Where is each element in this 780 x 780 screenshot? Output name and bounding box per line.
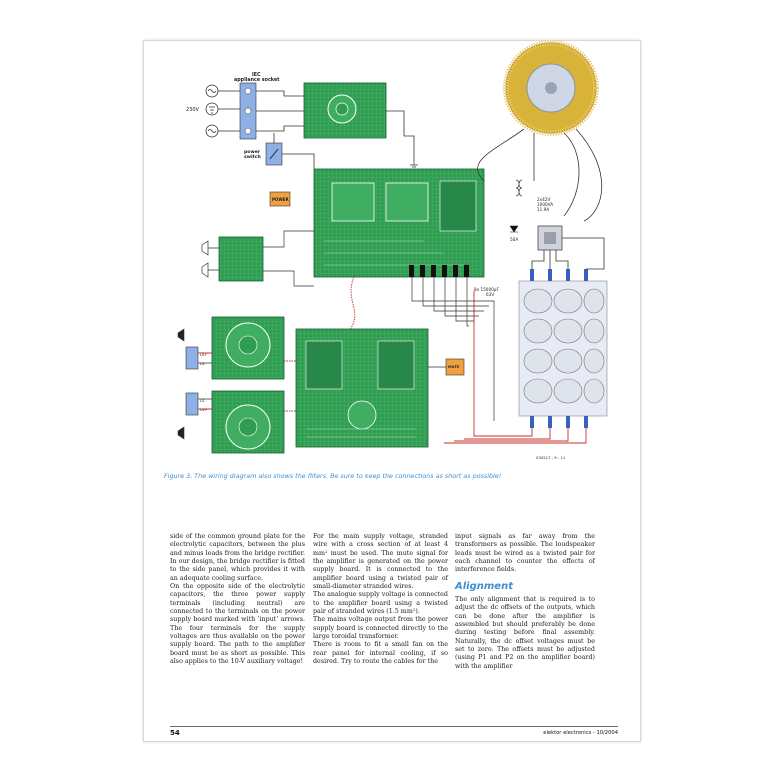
figure-caption: Figure 3. The wiring diagram also shows … <box>164 472 502 480</box>
toroidal-transformer <box>503 41 599 136</box>
text-column-2: For the main supply voltage, stranded wi… <box>313 533 448 667</box>
mains-voltage-label: 230V <box>186 107 200 113</box>
paragraph: On the opposite side of the electrolytic… <box>170 583 305 666</box>
mains-input <box>205 84 240 138</box>
capacitor-bank <box>518 269 608 428</box>
svg-text:LS+: LS+ <box>200 408 207 412</box>
mute-module-label: MUTE <box>448 365 460 369</box>
page-number: 54 <box>170 729 180 737</box>
paragraph: input signals as far away from the trans… <box>455 533 595 574</box>
paragraph: There is room to fit a small fan on the … <box>313 641 448 666</box>
text-column-1: side of the common ground plate for the … <box>170 533 305 667</box>
paragraph: side of the common ground plate for the … <box>170 533 305 582</box>
power-module <box>269 191 291 207</box>
output-filter-top <box>211 316 296 380</box>
svg-text:LS+: LS+ <box>200 353 207 357</box>
fuse-label: 50A <box>510 237 518 242</box>
svg-text:LS-: LS- <box>200 362 206 366</box>
paragraph: For the main supply voltage, stranded wi… <box>313 533 448 591</box>
paragraph: The mains voltage output from the power … <box>313 616 448 641</box>
text-column-3: input signals as far away from the trans… <box>455 533 595 671</box>
section-heading: Alignment <box>455 580 513 592</box>
footer-rule <box>170 726 618 727</box>
publication-footer: elektor electronics - 10/2004 <box>543 730 618 736</box>
svg-text:LS-: LS- <box>200 399 206 403</box>
input-filter-board <box>218 236 264 282</box>
output-filter-bottom <box>211 390 296 454</box>
paragraph: The only alignment that is required is t… <box>455 596 595 670</box>
figure-code: 030217 - 9 - 11 <box>536 455 566 460</box>
paragraph: The analogue supply voltage is connected… <box>313 591 448 616</box>
power-module-label: POWER <box>272 197 289 202</box>
